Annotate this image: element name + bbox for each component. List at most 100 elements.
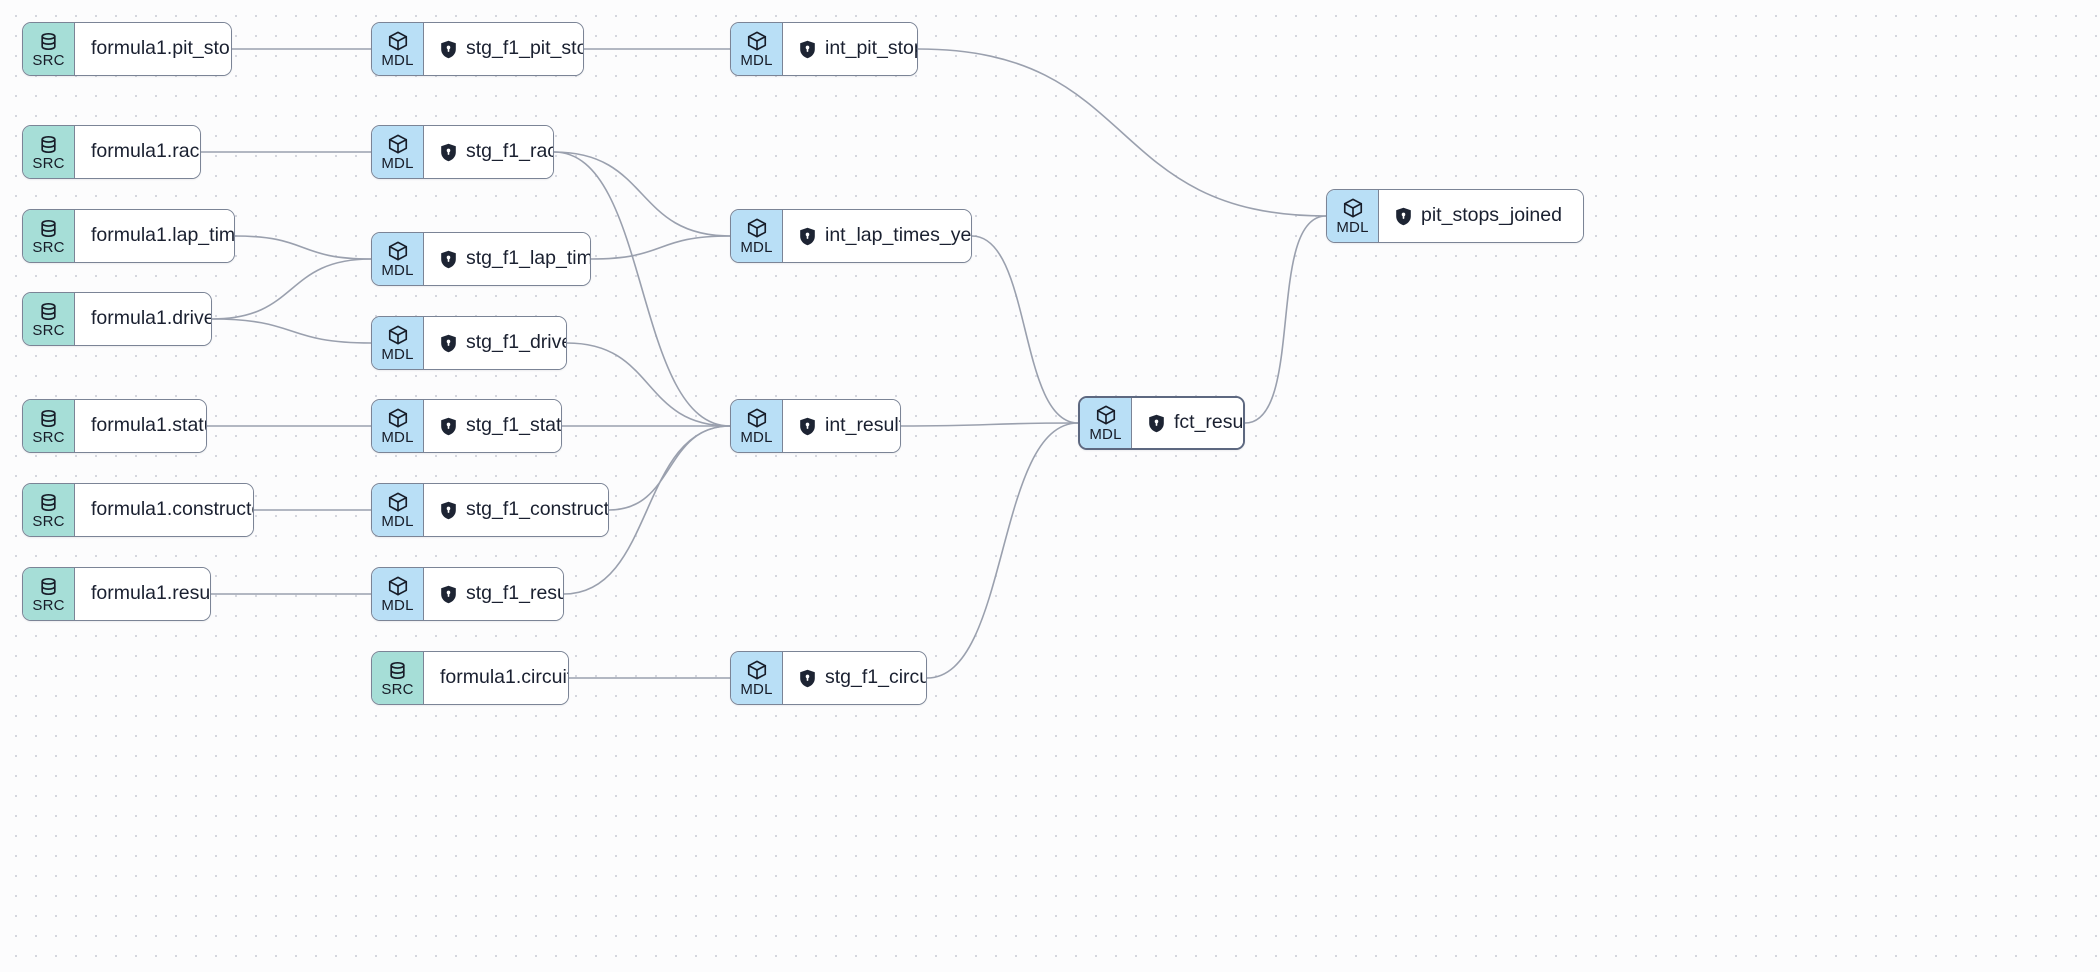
node-label: formula1.lap_times xyxy=(91,224,235,247)
model-badge: MDL xyxy=(1080,398,1132,448)
badge-kind-label: SRC xyxy=(381,680,414,698)
model-badge: MDL xyxy=(731,400,783,452)
badge-kind-label: SRC xyxy=(32,154,65,172)
node-label: stg_f1_pit_stops xyxy=(466,37,583,60)
lineage-node-stg_races[interactable]: MDL stg_f1_races xyxy=(371,125,554,179)
model-badge: MDL xyxy=(731,210,783,262)
database-icon xyxy=(387,660,408,681)
node-label: int_lap_times_years xyxy=(825,224,972,247)
badge-kind-label: MDL xyxy=(381,262,414,279)
node-label: int_pit_stops xyxy=(825,37,917,60)
shield-lock-icon xyxy=(440,250,457,269)
lineage-node-stg_results[interactable]: MDL stg_f1_results xyxy=(371,567,564,621)
model-badge: MDL xyxy=(731,23,783,75)
node-body: int_lap_times_years xyxy=(783,210,972,262)
cube-icon xyxy=(746,659,768,681)
lineage-node-src_results[interactable]: SRC formula1.results xyxy=(22,567,211,621)
lineage-edge-fct_results-to-pit_stops_joined xyxy=(1244,215,1327,424)
source-badge: SRC xyxy=(23,23,75,75)
cube-icon xyxy=(1095,404,1117,426)
cube-icon xyxy=(387,30,409,52)
lineage-edge-int_pit_stops-to-pit_stops_joined xyxy=(917,48,1327,217)
lineage-node-int_lap_times_yrs[interactable]: MDL int_lap_times_years xyxy=(730,209,972,263)
node-label: fct_results xyxy=(1174,411,1244,434)
database-icon xyxy=(38,31,59,52)
database-icon xyxy=(38,134,59,155)
node-body: stg_f1_circuits xyxy=(783,652,926,704)
cube-icon xyxy=(746,30,768,52)
node-label: formula1.results xyxy=(91,582,211,605)
cube-icon xyxy=(746,217,768,239)
lineage-edge-src_drivers-to-stg_drivers xyxy=(211,318,372,344)
lineage-node-stg_pit_stops[interactable]: MDL stg_f1_pit_stops xyxy=(371,22,584,76)
lineage-edge-int_lap_times_yrs-to-fct_results xyxy=(971,235,1079,424)
node-label: int_results xyxy=(825,414,900,437)
lineage-node-int_pit_stops[interactable]: MDL int_pit_stops xyxy=(730,22,918,76)
node-body: formula1.results xyxy=(75,568,211,620)
cube-icon xyxy=(1342,197,1364,219)
badge-kind-label: SRC xyxy=(32,512,65,530)
model-badge: MDL xyxy=(372,23,424,75)
model-badge: MDL xyxy=(372,400,424,452)
source-badge: SRC xyxy=(23,210,75,262)
badge-kind-label: MDL xyxy=(1089,426,1122,443)
shield-lock-icon xyxy=(440,143,457,162)
node-body: stg_f1_results xyxy=(424,568,563,620)
shield-lock-icon xyxy=(440,334,457,353)
node-body: fct_results xyxy=(1132,398,1244,448)
badge-kind-label: MDL xyxy=(740,681,773,698)
badge-kind-label: MDL xyxy=(381,597,414,614)
node-body: stg_f1_status xyxy=(424,400,561,452)
node-label: stg_f1_lap_times xyxy=(466,247,591,270)
lineage-node-src_lap_times[interactable]: SRC formula1.lap_times xyxy=(22,209,235,263)
shield-lock-icon xyxy=(1148,414,1165,433)
node-label: stg_f1_results xyxy=(466,582,563,605)
lineage-node-stg_lap_times[interactable]: MDL stg_f1_lap_times xyxy=(371,232,591,286)
source-badge: SRC xyxy=(23,126,75,178)
lineage-node-int_results[interactable]: MDL int_results xyxy=(730,399,901,453)
badge-kind-label: MDL xyxy=(381,346,414,363)
node-body: pit_stops_joined xyxy=(1379,190,1583,242)
model-badge: MDL xyxy=(372,568,424,620)
lineage-node-src_constructors[interactable]: SRC formula1.constructors xyxy=(22,483,254,537)
source-badge: SRC xyxy=(372,652,424,704)
lineage-node-stg_status[interactable]: MDL stg_f1_status xyxy=(371,399,562,453)
badge-kind-label: MDL xyxy=(740,239,773,256)
database-icon xyxy=(38,576,59,597)
lineage-edge-src_lap_times-to-stg_lap_times xyxy=(234,235,372,260)
badge-kind-label: MDL xyxy=(381,429,414,446)
cube-icon xyxy=(387,575,409,597)
badge-kind-label: MDL xyxy=(740,52,773,69)
shield-lock-icon xyxy=(440,417,457,436)
badge-kind-label: MDL xyxy=(381,155,414,172)
shield-lock-icon xyxy=(440,501,457,520)
badge-kind-label: SRC xyxy=(32,51,65,69)
node-body: stg_f1_races xyxy=(424,126,553,178)
badge-kind-label: MDL xyxy=(740,429,773,446)
lineage-edge-stg_races-to-int_results xyxy=(553,151,731,427)
model-badge: MDL xyxy=(372,233,424,285)
lineage-node-fct_results[interactable]: MDL fct_results xyxy=(1078,396,1245,450)
cube-icon xyxy=(746,407,768,429)
lineage-node-stg_circuits[interactable]: MDL stg_f1_circuits xyxy=(730,651,927,705)
badge-kind-label: SRC xyxy=(32,596,65,614)
source-badge: SRC xyxy=(23,568,75,620)
shield-lock-icon xyxy=(799,669,816,688)
node-label: stg_f1_races xyxy=(466,140,553,163)
node-label: formula1.pit_stops xyxy=(91,37,231,60)
node-body: formula1.constructors xyxy=(75,484,253,536)
cube-icon xyxy=(387,491,409,513)
lineage-node-src_pit_stops[interactable]: SRC formula1.pit_stops xyxy=(22,22,232,76)
lineage-edge-stg_races-to-int_lap_times_years xyxy=(553,151,731,237)
lineage-edge-stg_lap_times-to-int_lap_times_years xyxy=(590,235,731,260)
database-icon xyxy=(38,301,59,322)
